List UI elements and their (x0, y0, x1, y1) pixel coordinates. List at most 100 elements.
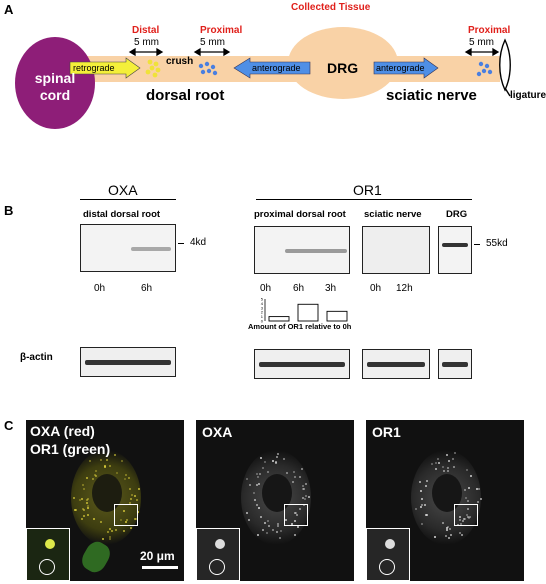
speckle (136, 499, 139, 502)
speckle (303, 488, 306, 490)
speckle (453, 466, 455, 468)
bar-0h (268, 316, 290, 322)
proximal-dots-left (198, 61, 218, 76)
speckle (293, 534, 296, 537)
blot-band (442, 243, 468, 247)
speckle (137, 510, 140, 513)
speckle (446, 454, 448, 457)
speckle (446, 528, 448, 531)
speckle (73, 497, 76, 500)
crush-label: crush (166, 56, 194, 67)
speckle (292, 471, 295, 473)
distal-dots (145, 59, 161, 78)
speckle (111, 529, 114, 532)
speckle (86, 498, 89, 500)
speckle (95, 469, 98, 472)
scale-label: 20 μm (140, 549, 175, 563)
proximal-label-left: Proximal (200, 25, 243, 36)
speckle (121, 459, 124, 462)
prox-time-2: 3h (325, 283, 337, 294)
retrograde-label: retrograde (73, 63, 115, 73)
speckle (291, 522, 294, 525)
speckle (255, 473, 258, 475)
speckle (259, 515, 262, 518)
speckle (276, 455, 279, 458)
sci-time-1: 12h (396, 283, 413, 294)
blot-drg (438, 226, 472, 274)
retrograde-arrow (69, 57, 141, 79)
speckle (131, 493, 134, 496)
anterograde-arrow-right (373, 57, 439, 79)
mm-label-1: 5 mm (134, 37, 159, 48)
panel-c-letter: C (4, 418, 14, 433)
speckle (258, 482, 261, 485)
speckle (477, 488, 480, 491)
speckle (459, 519, 461, 522)
speckle (126, 519, 129, 522)
speckle (279, 537, 282, 540)
speckle (272, 529, 275, 532)
speckle (86, 505, 89, 508)
speckle (458, 516, 461, 518)
speckle (438, 461, 441, 464)
speckle (85, 502, 88, 505)
blot-sciatic (362, 226, 430, 274)
prox-time-1: 6h (293, 283, 305, 294)
bar-3h (326, 310, 348, 322)
speckle (434, 468, 437, 471)
speckle (245, 512, 248, 514)
speckle (301, 488, 304, 490)
inset-zoom (196, 528, 240, 581)
speckle (249, 483, 251, 486)
anterograde-label-right: anterograde (376, 63, 425, 73)
drg-header: DRG (446, 209, 468, 220)
speckle (105, 458, 108, 461)
merge-label-1: OXA (red) (30, 423, 95, 439)
speckle (470, 474, 473, 477)
speckle (122, 509, 125, 512)
roi-box (454, 504, 478, 526)
speckle (296, 526, 299, 528)
speckle (129, 527, 132, 530)
speckle (271, 460, 274, 462)
oxa-time-1: 6h (141, 283, 153, 294)
speckle (426, 513, 428, 516)
speckle (285, 519, 288, 521)
speckle (138, 488, 141, 491)
speckle (466, 514, 469, 517)
speckle (286, 471, 289, 474)
speckle (129, 501, 132, 504)
beta-actin-label: β-actin (20, 352, 53, 363)
speckle (256, 484, 259, 487)
speckle (460, 523, 463, 526)
nerve-diagram (15, 27, 511, 129)
speckle (464, 496, 467, 499)
speckle (467, 500, 470, 503)
speckle (463, 489, 466, 492)
merged-image: OXA (red) OR1 (green) (26, 420, 184, 581)
speckle (259, 472, 262, 475)
mm-label-3: 5 mm (469, 37, 494, 48)
y-tick-label: 1 (261, 314, 264, 319)
speckle (104, 466, 107, 469)
speckle (109, 464, 112, 467)
bar-caption: Amount of OR1 relative to 0h (248, 322, 352, 331)
speckle (447, 525, 449, 528)
speckle (257, 475, 260, 478)
speckle (292, 480, 295, 483)
speckle (263, 460, 266, 463)
speckle (86, 513, 89, 516)
speckle (75, 508, 78, 511)
speckle (246, 478, 249, 481)
speckle (124, 478, 127, 481)
kd4-label: 4kd (190, 237, 207, 248)
speckle (415, 507, 417, 510)
speckle (115, 528, 118, 531)
speckle (276, 523, 279, 526)
speckle (122, 530, 125, 532)
blot-oxa (80, 224, 176, 272)
spinal-cord-label: spinal cord (34, 70, 76, 103)
or1-title: OR1 (353, 182, 382, 198)
y-tick-label: 0 (261, 319, 264, 324)
speckle (453, 452, 456, 455)
